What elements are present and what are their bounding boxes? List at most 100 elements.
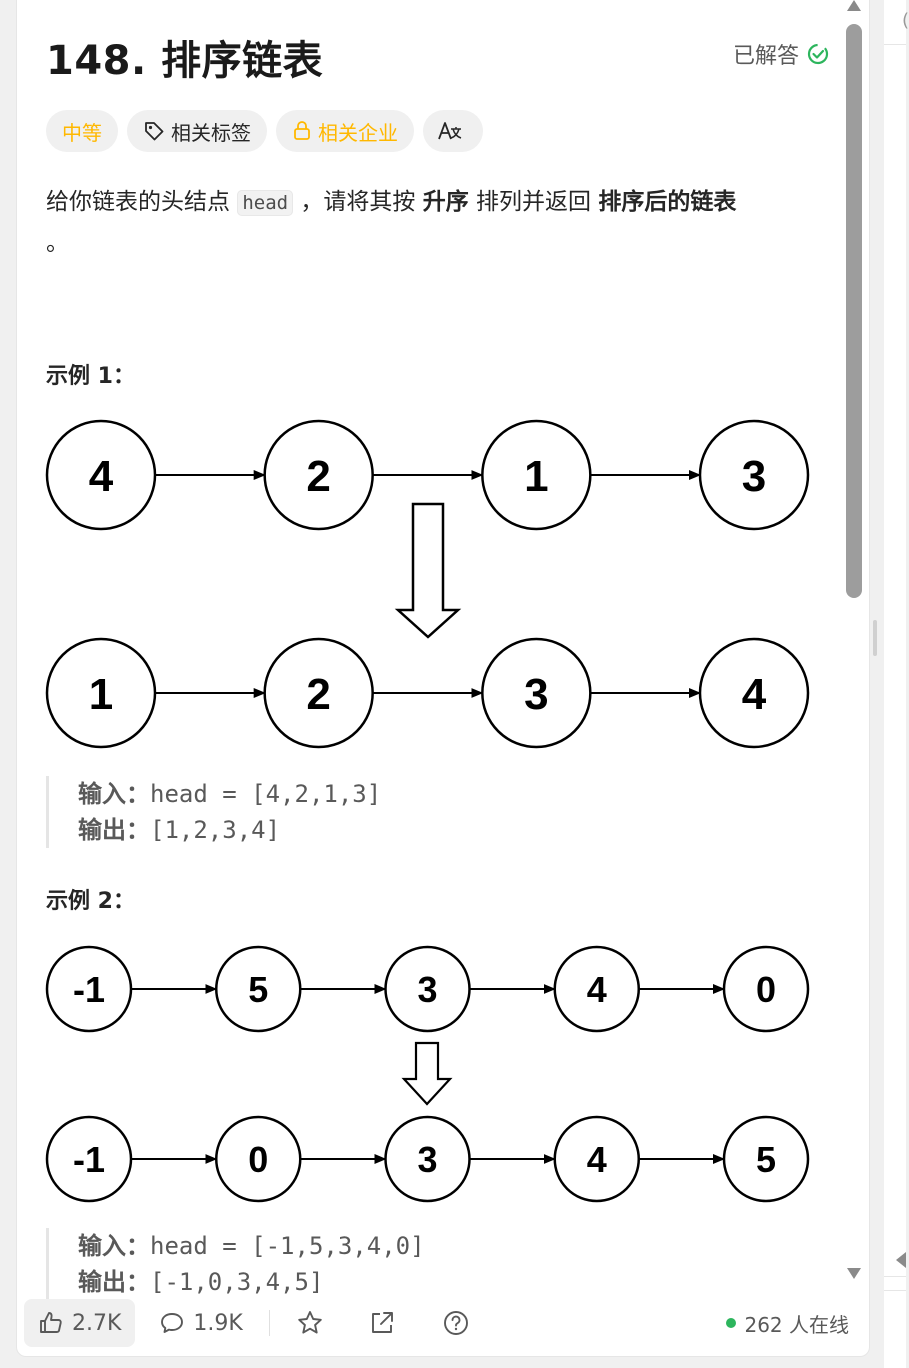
- list-node-value: 3: [524, 670, 548, 719]
- problem-panel: 148. 排序链表 已解答 中等 相关标签: [16, 0, 870, 1357]
- panel-resize-handle[interactable]: [873, 620, 877, 656]
- online-count: 262 人在线: [744, 1312, 849, 1337]
- right-panel-footer: [884, 1290, 906, 1357]
- list-node: [45, 945, 133, 1033]
- list-node-value: 4: [587, 1139, 607, 1180]
- list-node-value: 1: [524, 452, 548, 501]
- list-node: [384, 945, 471, 1033]
- related-tags-button[interactable]: 相关标签: [127, 110, 267, 152]
- like-button[interactable]: 2.7K: [24, 1299, 136, 1347]
- list-node: [481, 419, 592, 531]
- list-node-value: 3: [417, 969, 437, 1010]
- list-node: [263, 637, 374, 749]
- list-node-value: 5: [756, 1139, 776, 1180]
- code-head: head: [237, 190, 294, 216]
- footer-divider: [268, 1310, 270, 1336]
- solved-label: 已解答: [732, 44, 799, 69]
- check-circle-icon: [807, 43, 829, 65]
- input-label: 输入：: [78, 1232, 150, 1260]
- input-label: 输入：: [78, 780, 150, 808]
- right-panel-edge: (: [884, 0, 909, 1368]
- problem-content: 148. 排序链表 已解答 中等 相关标签: [17, 0, 839, 1300]
- list-node: [553, 945, 640, 1033]
- list-node-value: 3: [417, 1139, 437, 1180]
- list-node-value: 4: [587, 969, 607, 1010]
- list-node: [263, 419, 374, 531]
- example-2-output: 输出：[-1,0,3,4,5]: [78, 1264, 425, 1300]
- problem-description: 给你链表的头结点 head ，请将其按 升序 排列并返回 排序后的链表 。: [46, 182, 816, 263]
- problem-footer: 2.7K 1.9K: [17, 1290, 869, 1356]
- online-indicator: 262 人在线: [726, 1309, 849, 1338]
- output-label: 输出：: [78, 816, 150, 844]
- example-1-title: 示例 1：: [46, 364, 135, 389]
- thumbs-up-icon: [40, 1312, 62, 1333]
- scroll-down-arrow-icon[interactable]: [847, 1268, 861, 1279]
- description-scrollbar[interactable]: [846, 0, 866, 1290]
- question-circle-icon: [443, 1311, 468, 1335]
- online-dot: [726, 1318, 737, 1328]
- favorite-button[interactable]: [296, 1299, 332, 1347]
- like-count: 2.7K: [72, 1310, 122, 1336]
- list-node: [45, 637, 157, 749]
- lock-icon: [294, 121, 310, 140]
- desc-text-3: 排列并返回: [468, 189, 599, 215]
- list-node: [698, 637, 810, 749]
- translate-button[interactable]: [423, 110, 483, 152]
- tag-row: 中等 相关标签 相关企业: [46, 110, 492, 152]
- list-node: [384, 1115, 471, 1203]
- list-node-value: 0: [248, 1139, 268, 1180]
- related-tags-label: 相关标签: [171, 120, 251, 145]
- help-button[interactable]: [442, 1299, 478, 1347]
- output-value: [1,2,3,4]: [150, 816, 281, 844]
- example-1-io: 输入：head = [4,2,1,3] 输出：[1,2,3,4]: [46, 776, 381, 848]
- list-node: [722, 1115, 810, 1203]
- list-node-value: -1: [73, 969, 105, 1010]
- list-node: [215, 945, 302, 1033]
- list-node-value: 4: [742, 670, 767, 719]
- example-1-input: 输入：head = [4,2,1,3]: [78, 776, 381, 812]
- scroll-left-arrow-icon[interactable]: [896, 1252, 906, 1268]
- right-panel-divider: [884, 44, 906, 45]
- solved-status: 已解答: [733, 38, 829, 70]
- list-node: [45, 1115, 133, 1203]
- desc-text-2: ，请将其按: [293, 189, 423, 215]
- list-node: [45, 419, 157, 531]
- list-node: [481, 637, 592, 749]
- down-arrow: [401, 1041, 453, 1106]
- list-node: [722, 945, 810, 1033]
- list-node-value: 5: [248, 969, 268, 1010]
- related-companies-button[interactable]: 相关企业: [276, 110, 414, 152]
- difficulty-label: 中等: [62, 120, 102, 145]
- example-2-title: 示例 2：: [46, 889, 135, 914]
- list-node: [553, 1115, 640, 1203]
- comment-icon: [161, 1313, 184, 1333]
- bold-ascending: 升序: [422, 189, 469, 215]
- difficulty-tag[interactable]: 中等: [46, 110, 118, 152]
- comments-button[interactable]: 1.9K: [159, 1299, 243, 1347]
- list-node-value: 3: [742, 452, 766, 501]
- example-2-io: 输入：head = [-1,5,3,4,0] 输出：[-1,0,3,4,5]: [46, 1228, 425, 1300]
- share-icon: [371, 1312, 393, 1333]
- comment-count: 1.9K: [193, 1310, 243, 1336]
- scroll-thumb[interactable]: [846, 24, 862, 598]
- desc-text-4: 。: [46, 230, 69, 256]
- down-arrow: [394, 502, 462, 639]
- output-value: [-1,0,3,4,5]: [150, 1268, 324, 1296]
- list-node-value: 1: [89, 670, 113, 719]
- related-companies-label: 相关企业: [318, 120, 398, 145]
- translate-icon: [438, 122, 462, 140]
- scroll-up-arrow-icon[interactable]: [847, 0, 861, 11]
- desc-text-1: 给你链表的头结点: [46, 189, 238, 215]
- share-button[interactable]: [368, 1299, 404, 1347]
- input-value: head = [4,2,1,3]: [150, 780, 382, 808]
- example-1-output: 输出：[1,2,3,4]: [78, 812, 381, 848]
- star-icon: [298, 1311, 322, 1334]
- right-panel-divider: [884, 1276, 906, 1277]
- tag-icon: [145, 122, 164, 141]
- list-node: [215, 1115, 302, 1203]
